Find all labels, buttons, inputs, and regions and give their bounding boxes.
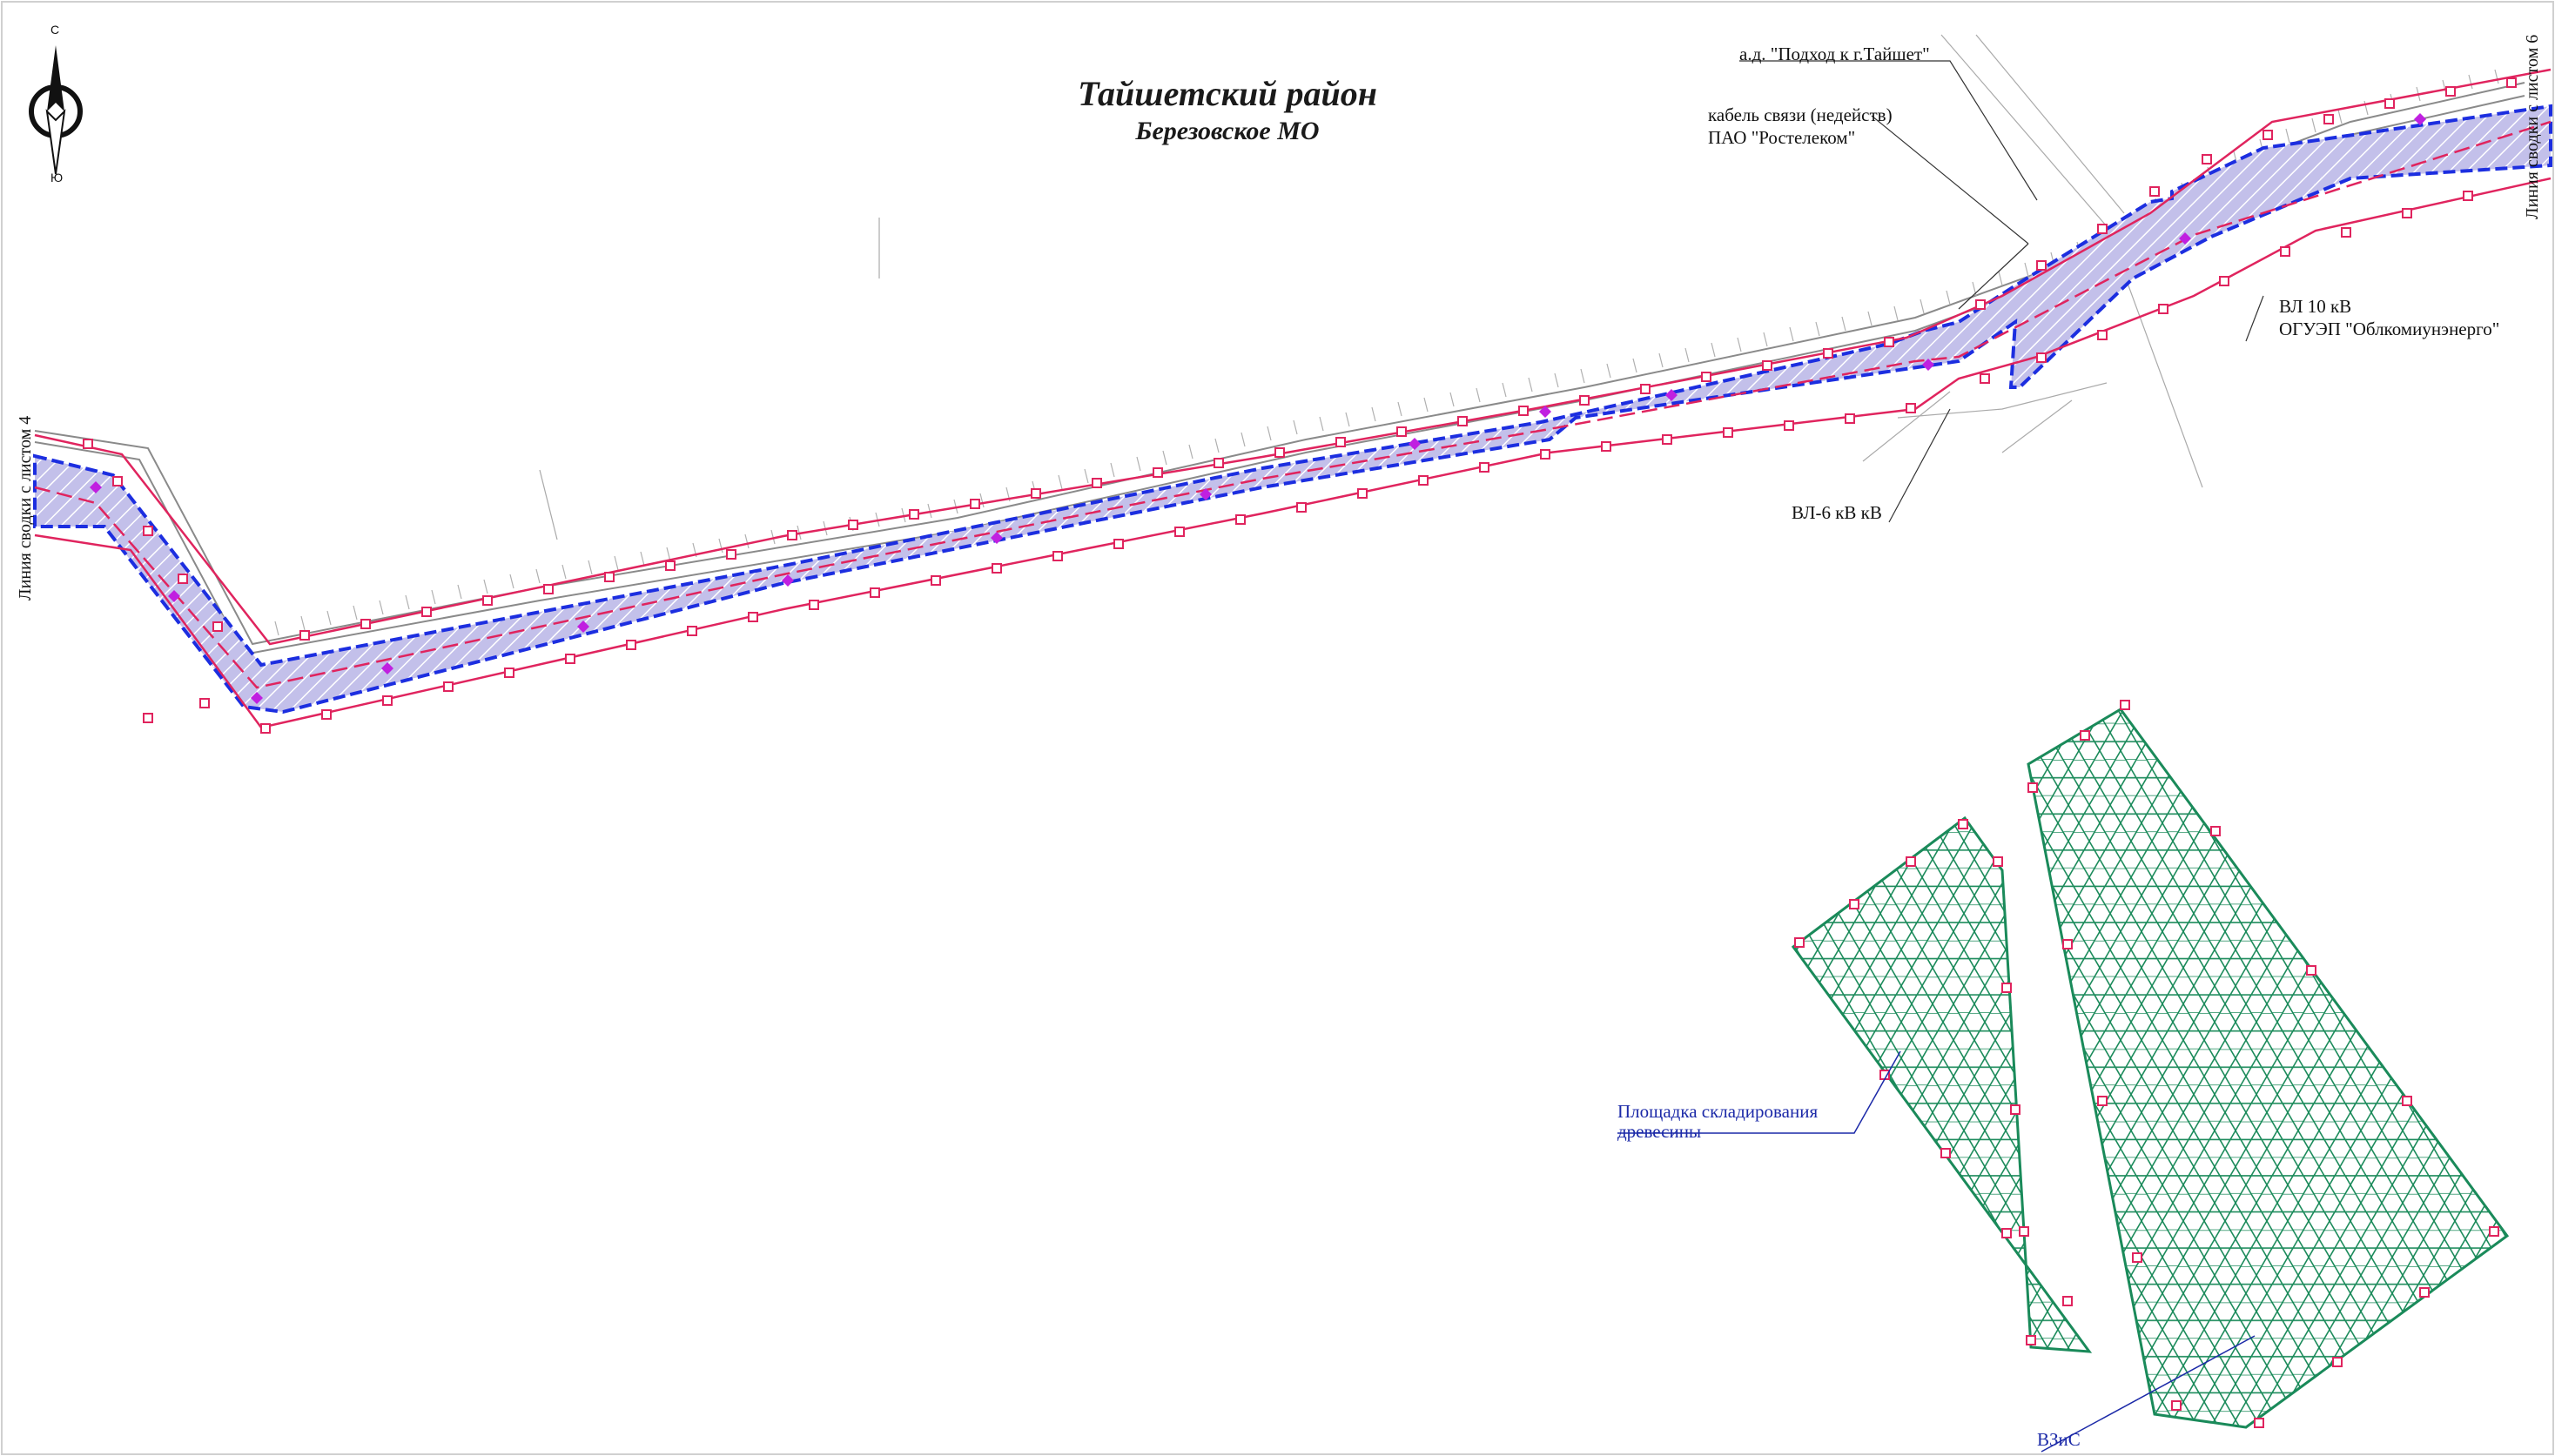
sheet-link-right: Линия сводки с листом 6 <box>2523 34 2542 219</box>
axis-markers <box>90 113 2426 704</box>
boundary-lines <box>34 68 2552 729</box>
map-subtitle: Березовское МО <box>1135 117 1320 145</box>
terrain-ticks <box>274 69 2499 636</box>
storage-area-markers <box>1794 700 2499 1428</box>
cable-label-line2: ПАО "Ростелеком" <box>1708 127 1856 148</box>
vl10-label-line2: ОГУЭП "Облкомиунэнерго" <box>2279 319 2500 339</box>
sheet-link-left: Линия сводки с листом 4 <box>16 415 35 601</box>
road-label: а.д. "Подход к г.Тайшет" <box>1739 44 1930 64</box>
north-arrow-icon <box>29 45 83 175</box>
storage-area-right <box>2027 708 2510 1429</box>
storage-label-line2: древесины <box>1617 1121 1702 1142</box>
cable-label-line1: кабель связи (недейств) <box>1708 104 1893 125</box>
compass-south-label: Ю <box>50 171 64 185</box>
compass-north-label: С <box>50 23 60 37</box>
vl10-label-line1: ВЛ 10 кВ <box>2279 296 2352 317</box>
storage-area-left <box>1791 815 2093 1353</box>
leader-lines-black <box>1739 60 2264 523</box>
vzis-label: ВЗиС <box>2037 1429 2081 1450</box>
map-title: Тайшетский район <box>1078 74 1377 113</box>
storage-label-line1: Площадка складирования <box>1617 1101 1819 1122</box>
existing-road <box>34 82 2525 656</box>
leader-lines <box>1617 1050 2256 1453</box>
boundary-markers <box>83 77 2517 734</box>
vl6-label: ВЛ-6 кВ кВ <box>1792 502 1882 523</box>
pipeline-corridor <box>33 104 2552 715</box>
